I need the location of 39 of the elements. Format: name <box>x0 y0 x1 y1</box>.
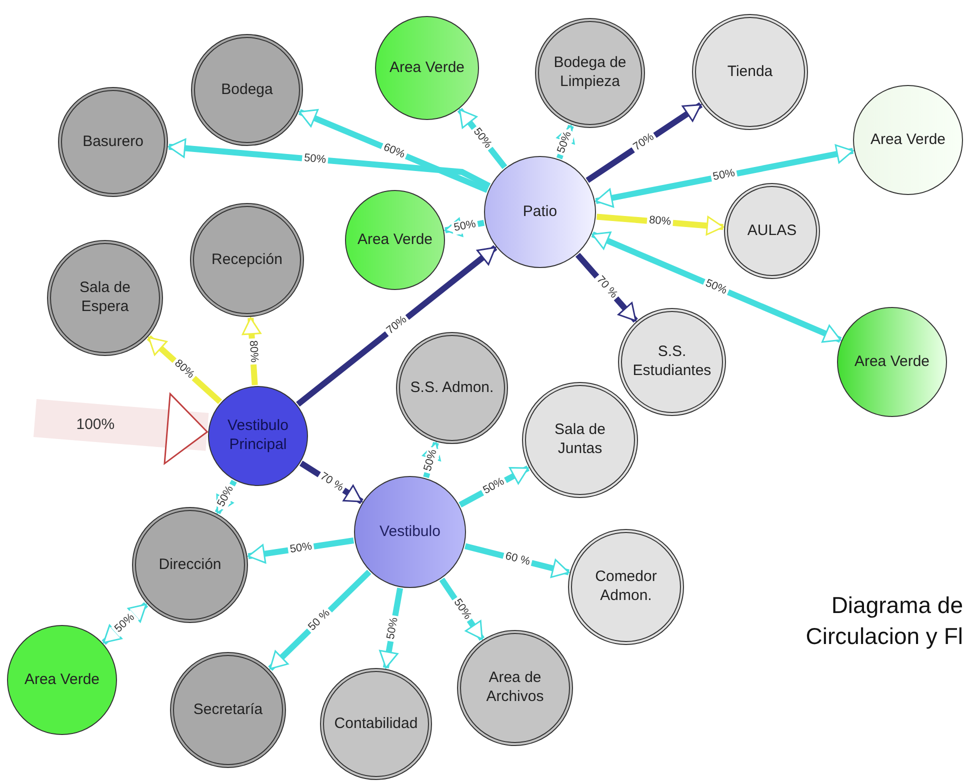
room-name: Area de Archivos <box>485 669 545 707</box>
edge-label: 50% <box>421 446 441 474</box>
edge-label: 80% <box>170 356 198 384</box>
room-name: Sala de Juntas <box>554 421 606 459</box>
edge-label: 50% <box>480 474 509 498</box>
diagram-title: Diagrama de Circulacion y Fl <box>804 591 963 652</box>
room-name: Vestibulo Principal <box>226 417 290 455</box>
room-name: Comedor Admon. <box>594 568 658 606</box>
edge-label: 70 % <box>592 272 622 303</box>
edge-label: 50% <box>450 218 479 236</box>
room-name: S.S. Estudiantes <box>632 343 712 381</box>
room-name: Area Verde <box>389 58 465 78</box>
room-name: AULAS <box>747 222 797 240</box>
edge-label: 70% <box>630 130 659 156</box>
room-name: Area Verde <box>854 352 930 372</box>
room-name: Patio <box>522 202 558 222</box>
room-name: Bodega de Limpieza <box>552 54 628 92</box>
flow-arrow <box>168 138 491 189</box>
flow-arrow <box>595 144 854 208</box>
flow-arrow <box>298 109 489 193</box>
edge-label: 100% <box>75 416 116 434</box>
flow-arrow <box>296 245 498 407</box>
room-name: Recepción <box>212 250 282 270</box>
room-name: Tienda <box>727 62 773 82</box>
room-name: Area Verde <box>870 130 946 150</box>
room-name: Contabilidad <box>334 714 418 734</box>
room-name: Sala de Espera <box>78 279 132 317</box>
edge-label: 50 % <box>304 605 335 636</box>
edge-label: 60% <box>379 140 408 162</box>
room-name: Area Verde <box>24 670 100 690</box>
room-name: S.S. Admon. <box>410 378 494 398</box>
flow-arrow <box>591 232 842 343</box>
room-name: Secretaría <box>193 700 263 720</box>
room-name: Bodega <box>221 80 273 100</box>
room-name: Vestibulo <box>380 522 440 542</box>
room-name: Area Verde <box>357 230 433 250</box>
room-name: Basurero <box>82 132 144 152</box>
room-name: Dirección <box>158 556 222 574</box>
edge-label: 70 % <box>316 469 348 496</box>
